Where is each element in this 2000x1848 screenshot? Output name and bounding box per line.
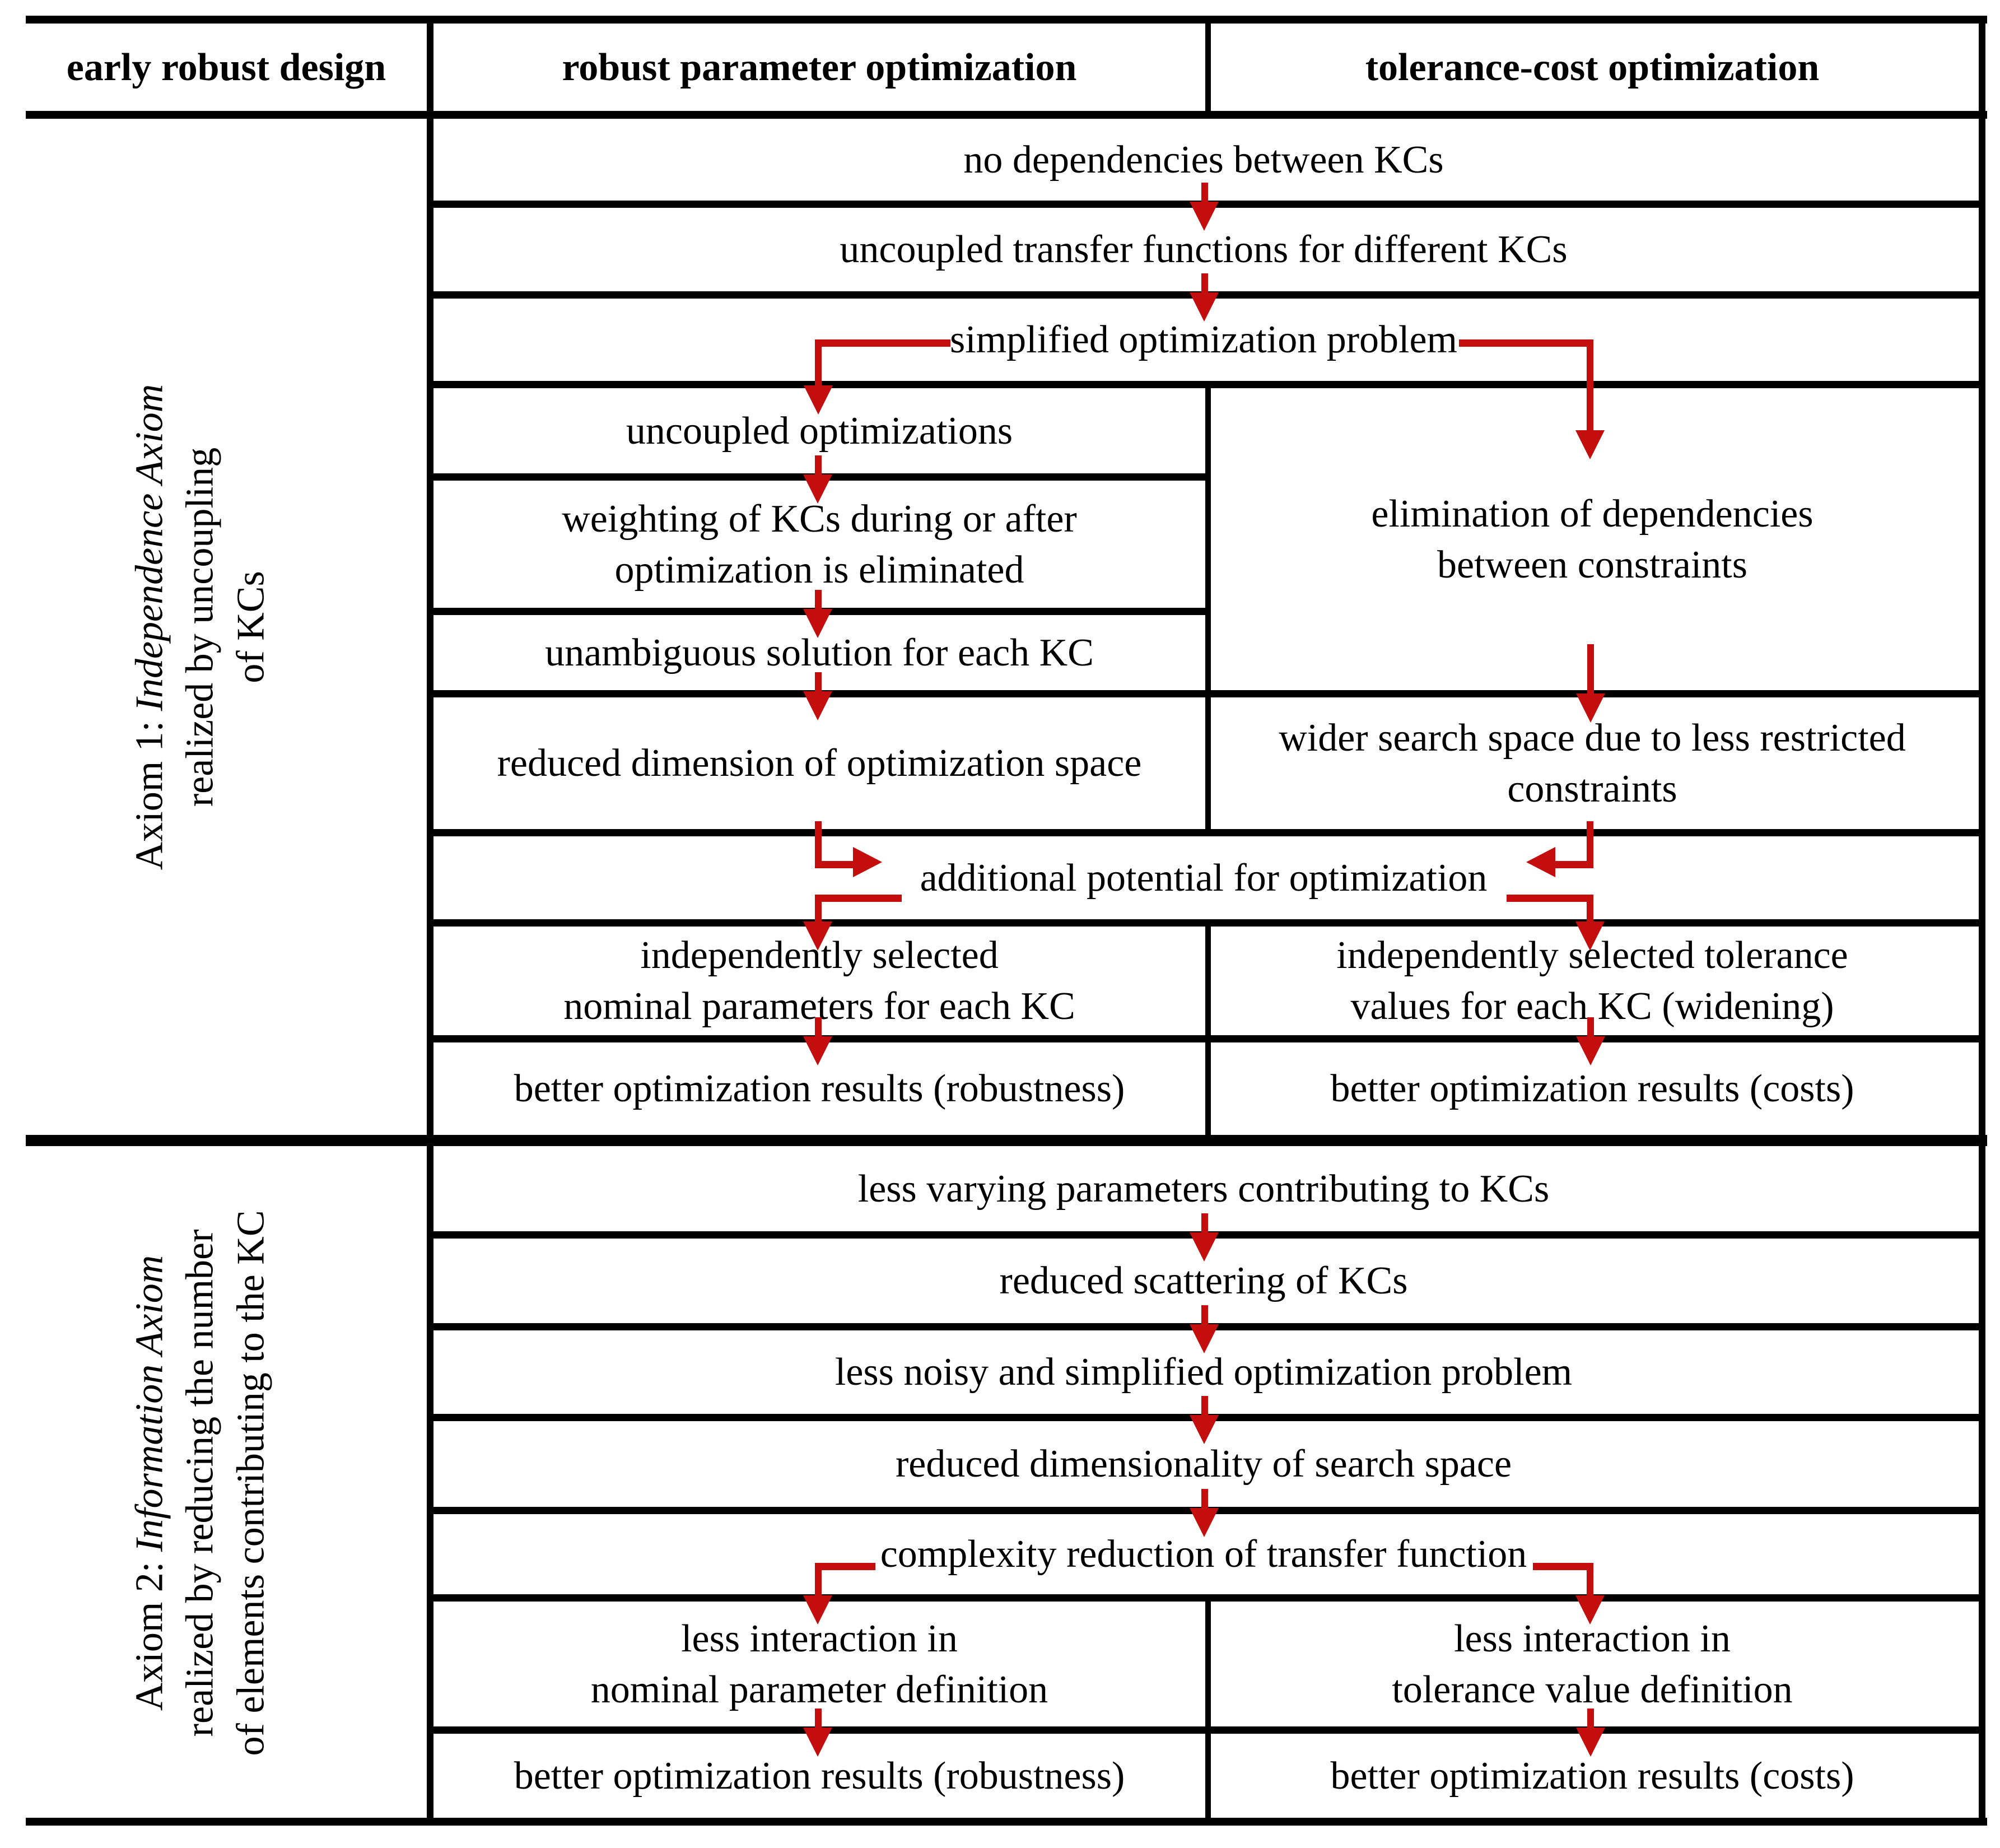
- axiom-section-divider: [26, 1135, 1987, 1146]
- column-divider-header: [1205, 24, 1211, 111]
- arrow-elbow-vertical: [1587, 339, 1593, 431]
- box-uncoupled-transfer: uncoupled transfer functions for differe…: [840, 228, 1568, 271]
- axiom2-label-line2: realized by reducing the number: [178, 1229, 222, 1737]
- arrow-down-head: [803, 609, 832, 638]
- arrow-left-head: [1526, 847, 1555, 877]
- box-less-noisy: less noisy and simplified optimization p…: [835, 1351, 1573, 1394]
- axiom2-label-text: Axiom 2: Information Axiom realized by r…: [125, 1211, 277, 1756]
- arrow-down-shaft: [1587, 1017, 1594, 1039]
- arrow-down-head: [1190, 292, 1219, 322]
- arrow-down-head: [1190, 1232, 1219, 1262]
- arrow-elbow-vertical: [815, 1563, 822, 1596]
- box-less-varying: less varying parameters contributing to …: [857, 1167, 1550, 1211]
- axiom2-label-line1: Axiom 2: Information Axiom: [128, 1255, 171, 1711]
- box-better-results-costs-2: better optimization results (costs): [1330, 1754, 1854, 1798]
- arrow-down-shaft: [815, 455, 822, 477]
- arrow-elbow-horizontal: [815, 1563, 875, 1570]
- arrow-down-shaft: [815, 590, 822, 611]
- arrow-down-shaft: [1587, 644, 1594, 695]
- arrow-down-head: [1575, 430, 1605, 459]
- arrow-down-head: [1190, 1415, 1219, 1444]
- arrow-elbow-vertical: [815, 339, 822, 387]
- box-wider-search-space: wider search space due to less restricte…: [1279, 716, 1906, 811]
- box-reduced-dimension: reduced dimension of optimization space: [497, 742, 1142, 785]
- arrow-down-head: [1190, 202, 1219, 231]
- column-divider-seg2: [1205, 919, 1211, 1135]
- box-reduced-scattering: reduced scattering of KCs: [999, 1259, 1408, 1302]
- table-bottom-border: [26, 1818, 1987, 1826]
- box-less-interaction-tolerance: less interaction in tolerance value defi…: [1392, 1617, 1793, 1711]
- arrow-down-head: [803, 1728, 832, 1757]
- arrow-down-shaft: [1587, 1709, 1594, 1730]
- box-better-results-robustness-1: better optimization results (robustness): [514, 1067, 1125, 1110]
- arrow-down-shaft: [1201, 1489, 1208, 1510]
- arrow-elbow-vertical: [815, 821, 822, 868]
- box-less-interaction-nominal: less interaction in nominal parameter de…: [590, 1617, 1048, 1711]
- axiom1-label-line1: Axiom 1: Independence Axiom: [128, 384, 171, 870]
- axiom1-label-line2: realized by uncoupling: [178, 447, 222, 807]
- axiom1-label: Axiom 1: Independence Axiom realized by …: [27, 119, 374, 1135]
- box-better-results-robustness-2: better optimization results (robustness): [514, 1754, 1125, 1798]
- arrow-down-shaft: [1201, 1396, 1208, 1417]
- arrow-down-head: [1575, 1595, 1605, 1624]
- arrow-down-head: [803, 1036, 832, 1065]
- arrow-elbow-horizontal: [815, 339, 950, 347]
- box-elimination-dependencies: elimination of dependencies between cons…: [1371, 492, 1813, 586]
- table-top-border: [26, 16, 1987, 24]
- box-complexity-reduction: complexity reduction of transfer functio…: [880, 1533, 1527, 1576]
- arrow-elbow-horizontal: [1459, 339, 1593, 347]
- arrow-down-shaft: [815, 1017, 822, 1039]
- label-column-divider: [427, 16, 433, 1826]
- box-uncoupled-optimizations: uncoupled optimizations: [626, 409, 1013, 453]
- arrow-down-head: [804, 385, 833, 415]
- column-divider-seg1: [1205, 381, 1211, 836]
- arrow-down-head: [1190, 1508, 1219, 1537]
- arrow-down-head: [1576, 693, 1605, 723]
- arrow-elbow-vertical: [815, 895, 822, 921]
- arrow-down-head: [803, 691, 832, 720]
- arrow-elbow-vertical: [1587, 821, 1593, 868]
- axiom2-label: Axiom 2: Information Axiom realized by r…: [27, 1148, 374, 1818]
- arrow-down-shaft: [1201, 1305, 1208, 1326]
- box-additional-potential: additional potential for optimization: [920, 856, 1488, 900]
- arrow-down-head: [1576, 1728, 1605, 1757]
- arrow-down-shaft: [1201, 1213, 1208, 1235]
- arrow-elbow-horizontal: [1554, 861, 1593, 868]
- arrow-elbow-horizontal: [1507, 895, 1593, 902]
- arrow-down-head: [1576, 1036, 1605, 1065]
- arrow-down-shaft: [815, 1709, 822, 1730]
- header-tolerance-cost-optimization: tolerance-cost optimization: [1365, 45, 1820, 89]
- arrow-down-head: [803, 921, 832, 951]
- box-no-dependencies: no dependencies between KCs: [963, 138, 1444, 181]
- arrow-down-shaft: [1201, 273, 1208, 295]
- axiom1-label-text: Axiom 1: Independence Axiom realized by …: [125, 384, 277, 870]
- box-simplified-problem: simplified optimization problem: [950, 318, 1457, 361]
- axiom2-label-line3: of elements contributing to the KC: [229, 1210, 273, 1756]
- arrow-elbow-vertical: [1587, 895, 1593, 921]
- box-reduced-dimensionality: reduced dimensionality of search space: [895, 1442, 1512, 1486]
- header-bottom-border: [26, 111, 1987, 119]
- axiom1-label-line3: of KCs: [229, 570, 273, 683]
- arrow-down-head: [803, 1595, 832, 1624]
- arrow-elbow-horizontal: [1533, 1563, 1593, 1570]
- arrow-down-head: [803, 474, 832, 504]
- box-unambiguous-solution: unambiguous solution for each KC: [545, 631, 1094, 674]
- table-right-border: [1979, 16, 1985, 1826]
- arrow-elbow-horizontal: [815, 861, 854, 868]
- arrow-down-shaft: [815, 672, 822, 693]
- column-divider-seg3: [1205, 1594, 1211, 1826]
- arrow-right-head: [853, 847, 882, 877]
- arrow-elbow-horizontal: [815, 895, 902, 902]
- header-early-robust-design: early robust design: [66, 45, 386, 89]
- arrow-down-head: [1575, 921, 1605, 951]
- header-robust-parameter-optimization: robust parameter optimization: [562, 45, 1077, 89]
- box-weighting-eliminated: weighting of KCs during or after optimiz…: [562, 497, 1077, 592]
- arrow-down-shaft: [1201, 183, 1208, 204]
- arrow-elbow-vertical: [1587, 1563, 1593, 1596]
- box-better-results-costs-1: better optimization results (costs): [1330, 1067, 1854, 1110]
- arrow-down-head: [1190, 1324, 1219, 1353]
